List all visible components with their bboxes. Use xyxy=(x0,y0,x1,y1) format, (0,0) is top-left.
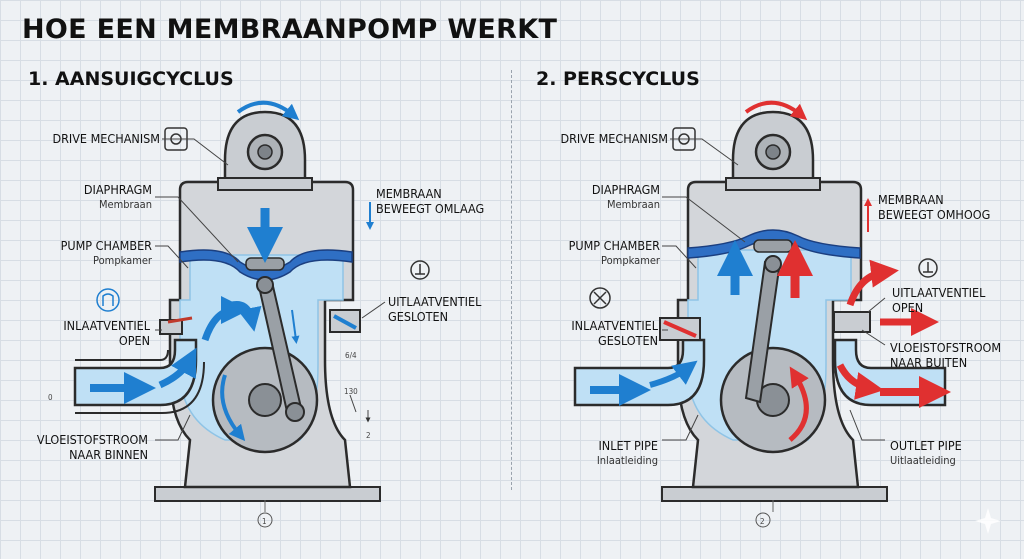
discharge-pump xyxy=(573,100,951,528)
right-membrane-label: MEMBRAAN BEWEEGT OMHOOG xyxy=(878,192,990,222)
left-inlet-valve-line2: OPEN xyxy=(118,333,150,348)
left-outlet-valve-line2: GESLOTEN xyxy=(388,309,449,324)
right-membrane-line2: BEWEEGT OMHOOG xyxy=(878,207,991,222)
outlet-valve xyxy=(833,311,871,333)
inlet-open-icon xyxy=(96,288,120,312)
right-outlet-valve-line2: OPEN xyxy=(892,300,924,315)
left-chamber-title: PUMP CHAMBER xyxy=(60,238,152,253)
main-title: HOE EEN MEMBRAANPOMP WERKT xyxy=(22,14,558,45)
right-flow-line2: NAAR BUITEN xyxy=(890,355,968,370)
outlet-open-icon xyxy=(918,258,938,278)
right-inlet-valve-label: INLAATVENTIEL GESLOTEN xyxy=(538,318,658,348)
left-flow-line2: NAAR BINNEN xyxy=(69,447,148,462)
left-tag-d: 0 xyxy=(48,393,53,402)
intake-pump xyxy=(73,100,430,528)
right-diaphragm-sub: Membraan xyxy=(606,198,660,211)
right-chamber-label: PUMP CHAMBER Pompkamer xyxy=(538,238,660,268)
right-inlet-valve-line1: INLAATVENTIEL xyxy=(571,318,658,333)
rotation-arrow xyxy=(744,100,808,121)
right-membrane-line1: MEMBRAAN xyxy=(878,192,944,207)
left-inlet-valve-line1: INLAATVENTIEL xyxy=(63,318,150,333)
right-drive-label: DRIVE MECHANISM xyxy=(560,131,668,146)
right-inlet-pipe-label: INLET PIPE Inlaatleiding xyxy=(538,438,658,468)
left-diaphragm-title: DIAPHRAGM xyxy=(83,182,152,197)
left-centerline-marker: 1 xyxy=(262,517,267,526)
left-diaphragm-sub: Membraan xyxy=(98,198,152,211)
right-outlet-valve-label: UITLAATVENTIEL OPEN xyxy=(892,285,985,315)
inlet-closed-icon xyxy=(589,287,611,309)
right-inlet-valve-line2: GESLOTEN xyxy=(597,333,658,348)
left-membrane-line1: MEMBRAAN xyxy=(376,186,442,201)
panel-divider xyxy=(511,70,512,490)
left-tag-c: 2 xyxy=(366,431,371,440)
left-diaphragm-label: DIAPHRAGM Membraan xyxy=(40,182,152,212)
right-flow-label: VLOEISTOFSTROOM NAAR BUITEN xyxy=(890,340,1001,370)
pump-base xyxy=(661,486,888,502)
left-inlet-valve-label: INLAATVENTIEL OPEN xyxy=(30,318,150,348)
right-inlet-pipe-title: INLET PIPE xyxy=(598,438,658,453)
right-centerline-marker: 2 xyxy=(760,517,765,526)
left-outlet-valve-label: UITLAATVENTIEL GESLOTEN xyxy=(388,294,481,324)
right-flow-line1: VLOEISTOFSTROOM xyxy=(890,340,1002,355)
left-chamber-sub: Pompkamer xyxy=(93,254,152,267)
right-outlet-valve-line1: UITLAATVENTIEL xyxy=(892,285,986,300)
sparkle-icon xyxy=(975,508,1001,534)
discharge-cycle-heading: 2. PERSCYCLUS xyxy=(536,68,700,90)
left-drive-label: DRIVE MECHANISM xyxy=(52,131,160,146)
right-chamber-sub: Pompkamer xyxy=(601,254,660,267)
right-outlet-pipe-label: OUTLET PIPE Uitlaatleiding xyxy=(890,438,962,468)
pump-base xyxy=(154,486,381,502)
left-membrane-label: MEMBRAAN BEWEEGT OMLAAG xyxy=(376,186,484,216)
right-outlet-pipe-sub: Uitlaatleiding xyxy=(890,454,956,467)
left-tag-a: 6/4 xyxy=(345,351,357,360)
right-diaphragm-label: DIAPHRAGM Membraan xyxy=(548,182,660,212)
rotation-arrow xyxy=(236,100,300,121)
left-membrane-line2: BEWEEGT OMLAAG xyxy=(376,201,485,216)
left-tag-b: 130 xyxy=(344,387,358,396)
outlet-closed-icon xyxy=(410,260,430,280)
right-inlet-pipe-sub: Inlaatleiding xyxy=(596,454,658,467)
right-chamber-title: PUMP CHAMBER xyxy=(568,238,660,253)
intake-cycle-heading: 1. AANSUIGCYCLUS xyxy=(28,68,234,90)
right-outlet-pipe-title: OUTLET PIPE xyxy=(890,438,962,453)
right-diaphragm-title: DIAPHRAGM xyxy=(591,182,660,197)
left-flow-label: VLOEISTOFSTROOM NAAR BINNEN xyxy=(20,432,148,462)
left-chamber-label: PUMP CHAMBER Pompkamer xyxy=(30,238,152,268)
left-flow-line1: VLOEISTOFSTROOM xyxy=(36,432,148,447)
diaphragm xyxy=(179,249,353,281)
left-outlet-valve-line1: UITLAATVENTIEL xyxy=(388,294,482,309)
